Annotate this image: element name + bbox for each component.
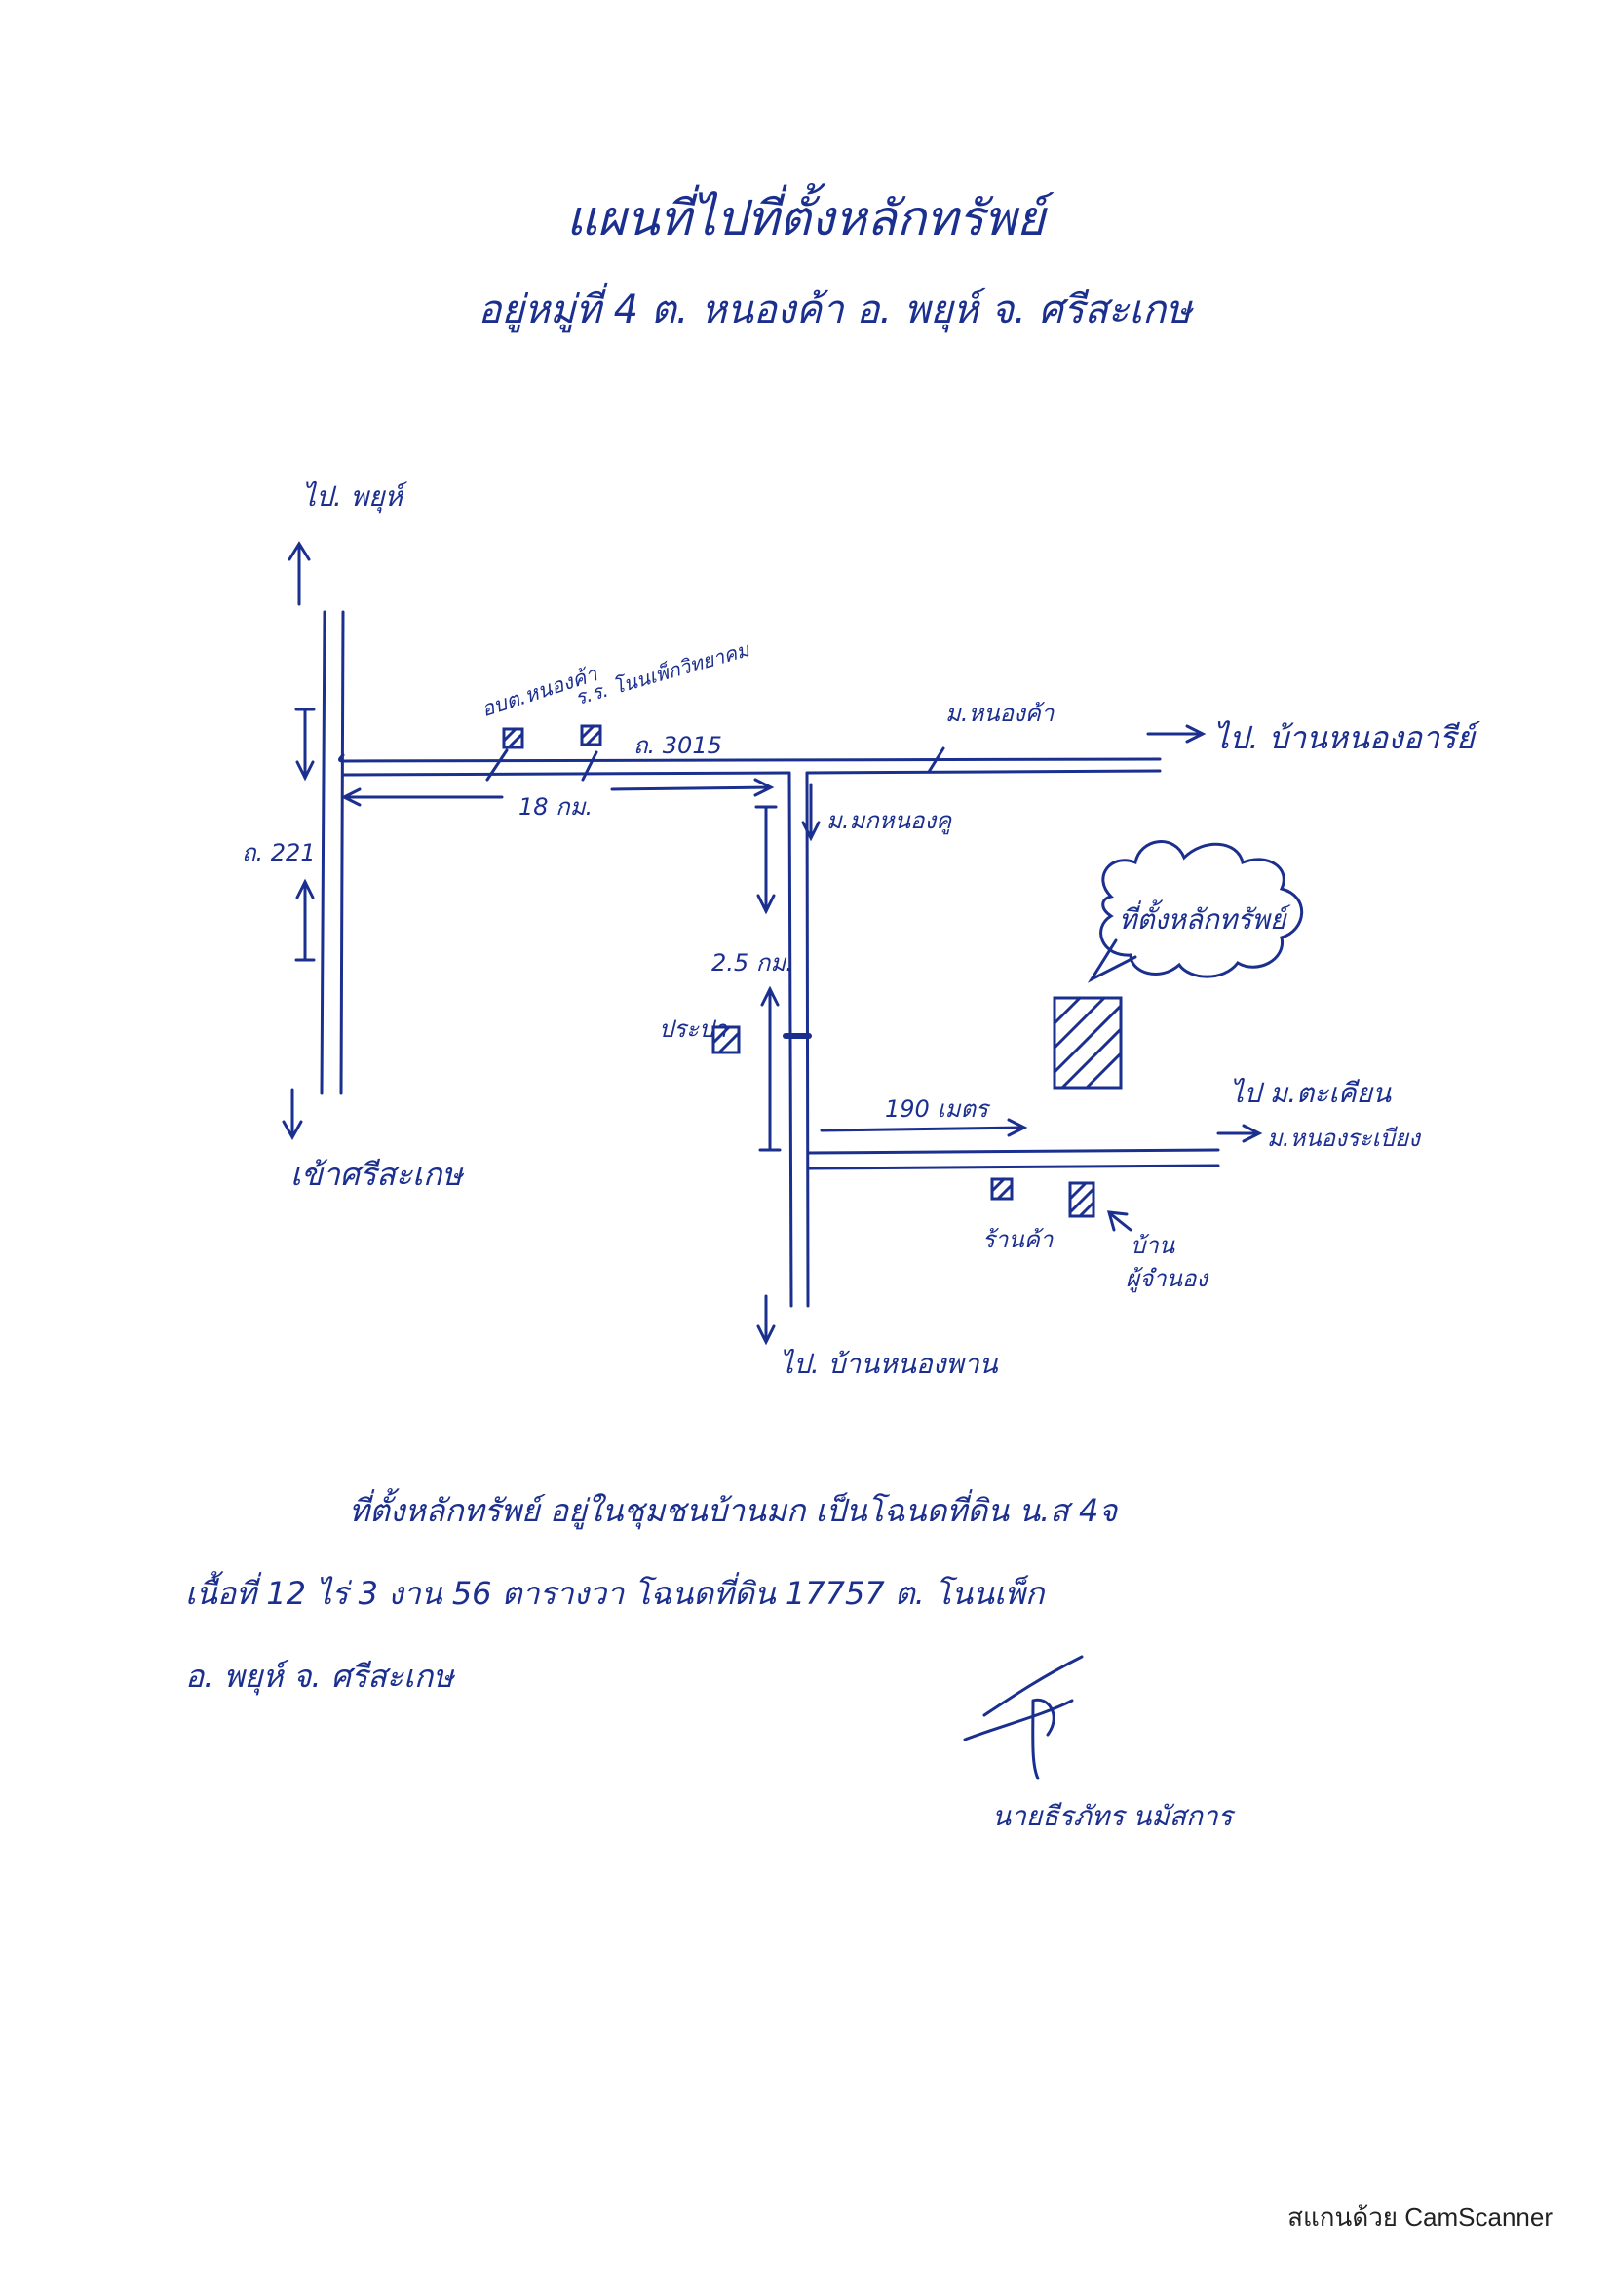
cloud-tail [1087, 938, 1137, 983]
village-tick [927, 746, 945, 774]
road-3015-top-line [338, 753, 1162, 763]
label-house: บ้าน [1131, 1232, 1175, 1259]
road-221-right-line [339, 610, 345, 1095]
signature-name: นายธีรภัทร นมัสการ [992, 1800, 1233, 1832]
label-to-ta-khian: ไป ม.ตะเคียน [1230, 1077, 1392, 1109]
property-plot-icon [1053, 996, 1123, 1090]
label-road-221: ถ. 221 [242, 839, 316, 866]
school-building-icon [580, 724, 602, 746]
school-tick [581, 750, 598, 782]
signature-mark [963, 1655, 1084, 1780]
obt-tick [485, 748, 509, 782]
shop-building-icon [990, 1177, 1014, 1201]
label-to-phayu: ไป. พยุห์ [302, 480, 403, 513]
obt-building-icon [502, 727, 524, 749]
label-to-ban-nong-ari: ไป. บ้านหนองอารีย์ [1213, 719, 1475, 756]
label-dist-18km: 18 กม. [518, 793, 594, 821]
map-title: แผนที่ไปที่ตั้งหลักทรัพย์ [565, 190, 1046, 247]
label-road-3015: ถ. 3015 [633, 732, 722, 759]
description-line-2: เนื้อที่ 12 ไร่ 3 งาน 56 ตารางวา โฉนดที่… [185, 1575, 1045, 1612]
label-prapa: ประปา [659, 1015, 727, 1043]
east-road-top-line [806, 1148, 1220, 1155]
prapa-building-icon [711, 1025, 741, 1054]
scanner-watermark: สแกนด้วย CamScanner [1287, 2202, 1553, 2232]
label-to-sisaket: เข้าศรีสะเกษ [290, 1156, 463, 1193]
road-3015-bottom-line-east [805, 769, 1162, 775]
description-line-3: อ. พยุห์ จ. ศรีสะเกษ [185, 1658, 454, 1695]
label-property-location: ที่ตั้งหลักทรัพย์ [1119, 903, 1286, 936]
label-shop: ร้านค้า [982, 1226, 1054, 1253]
label-to-ban-nong-phan: ไป. บ้านหนองพาน [780, 1348, 998, 1380]
label-village-mak-nong-ko: ม.มกหนองคู [826, 807, 952, 834]
label-village-nongkha: ม.หนองค้า [945, 700, 1055, 727]
label-dist-2-5km: 2.5 กม. [711, 949, 793, 976]
label-to-nong-rabiang: ม.หนองระเบียง [1267, 1125, 1420, 1152]
house-building-icon [1068, 1181, 1095, 1218]
map-subtitle: อยู่หมู่ที่ 4 ต. หนองค้า อ. พยุห์ จ. ศรี… [478, 287, 1192, 332]
east-road-bottom-line [806, 1164, 1220, 1170]
label-mortgagor: ผู้จำนอง [1126, 1265, 1208, 1292]
road-3015-bottom-line [341, 771, 791, 777]
road-221-left-line [320, 610, 326, 1095]
side-road-left-line [787, 771, 793, 1308]
description-line-1: ที่ตั้งหลักทรัพย์ อยู่ในชุมชนบ้านมก เป็น… [349, 1492, 1118, 1529]
cloud-bubble [1099, 840, 1304, 978]
label-dist-190m: 190 เมตร [885, 1095, 988, 1123]
side-road-right-line [805, 771, 810, 1308]
